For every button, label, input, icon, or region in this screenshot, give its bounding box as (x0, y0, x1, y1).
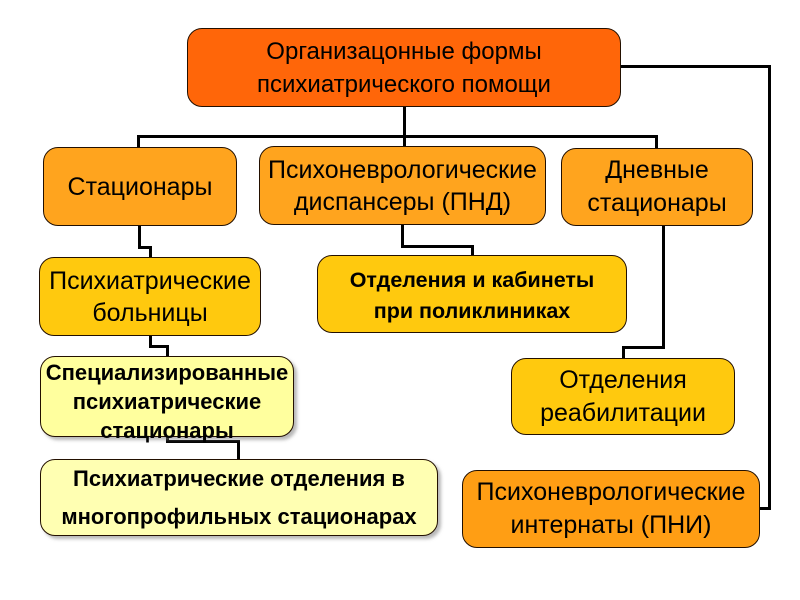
node-label-line: больницы (92, 298, 208, 327)
node-psychiatric-units-multiprofile: Психиатрические отделения в многопрофиль… (40, 459, 438, 536)
node-label-line: Стационары (67, 172, 213, 201)
node-specialized-psychiatric-stationaries: Специализированные психиатрические стаци… (40, 356, 294, 443)
edge-root-pnd-segment (402, 105, 406, 149)
edge-stac-boln-segment (137, 246, 152, 249)
edge-boln-spec-segment (148, 334, 152, 348)
node-label-line: Отделения и кабинеты (349, 268, 595, 292)
node-label-line: психиатрические (72, 389, 262, 414)
edge-pnd-kab-segment (400, 223, 404, 248)
node-rehabilitation-departments: Отделения реабилитации (511, 358, 735, 435)
node-label-line: Отделения (559, 365, 687, 394)
edge-root-pni-segment (758, 506, 771, 510)
node-organizational-forms: Организацонные формы психиатрического по… (187, 28, 621, 107)
node-label-line: Дневные (605, 156, 709, 184)
node-label-line: интернаты (ПНИ) (510, 511, 712, 539)
edge-stac-boln-segment (137, 224, 141, 249)
node-label-line: стационары (587, 189, 727, 217)
edge-root-stac-segment (136, 135, 140, 150)
edge-pnd-kab-segment (470, 245, 474, 258)
edge-spec-mnogo-segment (165, 435, 169, 443)
node-polyclinic-departments: Отделения и кабинеты при поликлиниках (317, 255, 627, 333)
edge-root-stac-segment (654, 135, 658, 151)
node-label-line: Психиатрические отделения в (73, 465, 405, 491)
node-psychiatric-hospitals: Психиатрические больницы (39, 257, 261, 336)
node-label-line: Психоневрологические (476, 478, 746, 506)
node-label-line: при поликлиниках (373, 299, 571, 323)
edge-stac-boln-segment (148, 246, 152, 260)
node-label-line: диспансеры (ПНД) (293, 187, 512, 216)
edge-spec-mnogo-segment (165, 440, 240, 443)
edge-dnev-reab-segment (621, 345, 625, 361)
node-label-line: многопрофильных стационарах (61, 503, 417, 529)
edge-dnev-reab-segment (661, 224, 665, 349)
edge-root-stac-segment (136, 135, 658, 138)
edge-pnd-kab-segment (400, 245, 474, 248)
edge-boln-spec-segment (148, 345, 169, 348)
edge-root-pni-segment (619, 65, 771, 68)
edge-dnev-reab-segment (621, 345, 665, 349)
node-label-line: психиатрического помощи (257, 70, 551, 98)
node-label-line: Психоневрологические (268, 155, 537, 184)
node-label-line: реабилитации (540, 398, 706, 427)
node-label-line: Психиатрические (49, 266, 251, 295)
node-label-line: Специализированные (45, 360, 289, 385)
node-label-line: стационары (100, 418, 234, 443)
edge-spec-mnogo-segment (236, 440, 240, 462)
node-psychoneurological-boarding-homes: Психоневрологические интернаты (ПНИ) (462, 470, 760, 548)
node-stationaries: Стационары (43, 147, 237, 226)
node-label-line: Организацонные формы (266, 37, 542, 65)
edge-boln-spec-segment (165, 345, 169, 359)
node-psychoneurological-dispensaries: Психоневрологические диспансеры (ПНД) (259, 146, 546, 225)
edge-root-pni-segment (768, 65, 771, 510)
node-day-stationaries: Дневные стационары (561, 148, 753, 226)
